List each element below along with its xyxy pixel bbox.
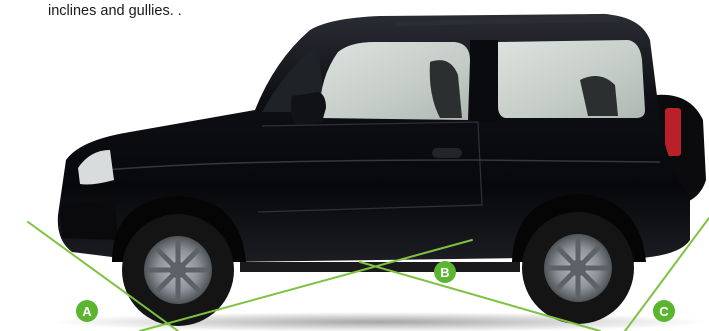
svg-text:C: C [659,304,669,319]
front-bumper [60,200,118,240]
badge-approach: A [76,300,98,322]
door-handle [432,148,462,158]
side-mirror [291,92,326,126]
svg-text:A: A [82,304,92,319]
rear-window [498,40,645,118]
rear-wheel [522,212,634,324]
badge-departure: C [653,300,675,322]
rear-light [665,108,681,156]
badge-breakover: B [434,261,456,283]
svg-text:B: B [440,265,449,280]
b-pillar [470,40,498,122]
